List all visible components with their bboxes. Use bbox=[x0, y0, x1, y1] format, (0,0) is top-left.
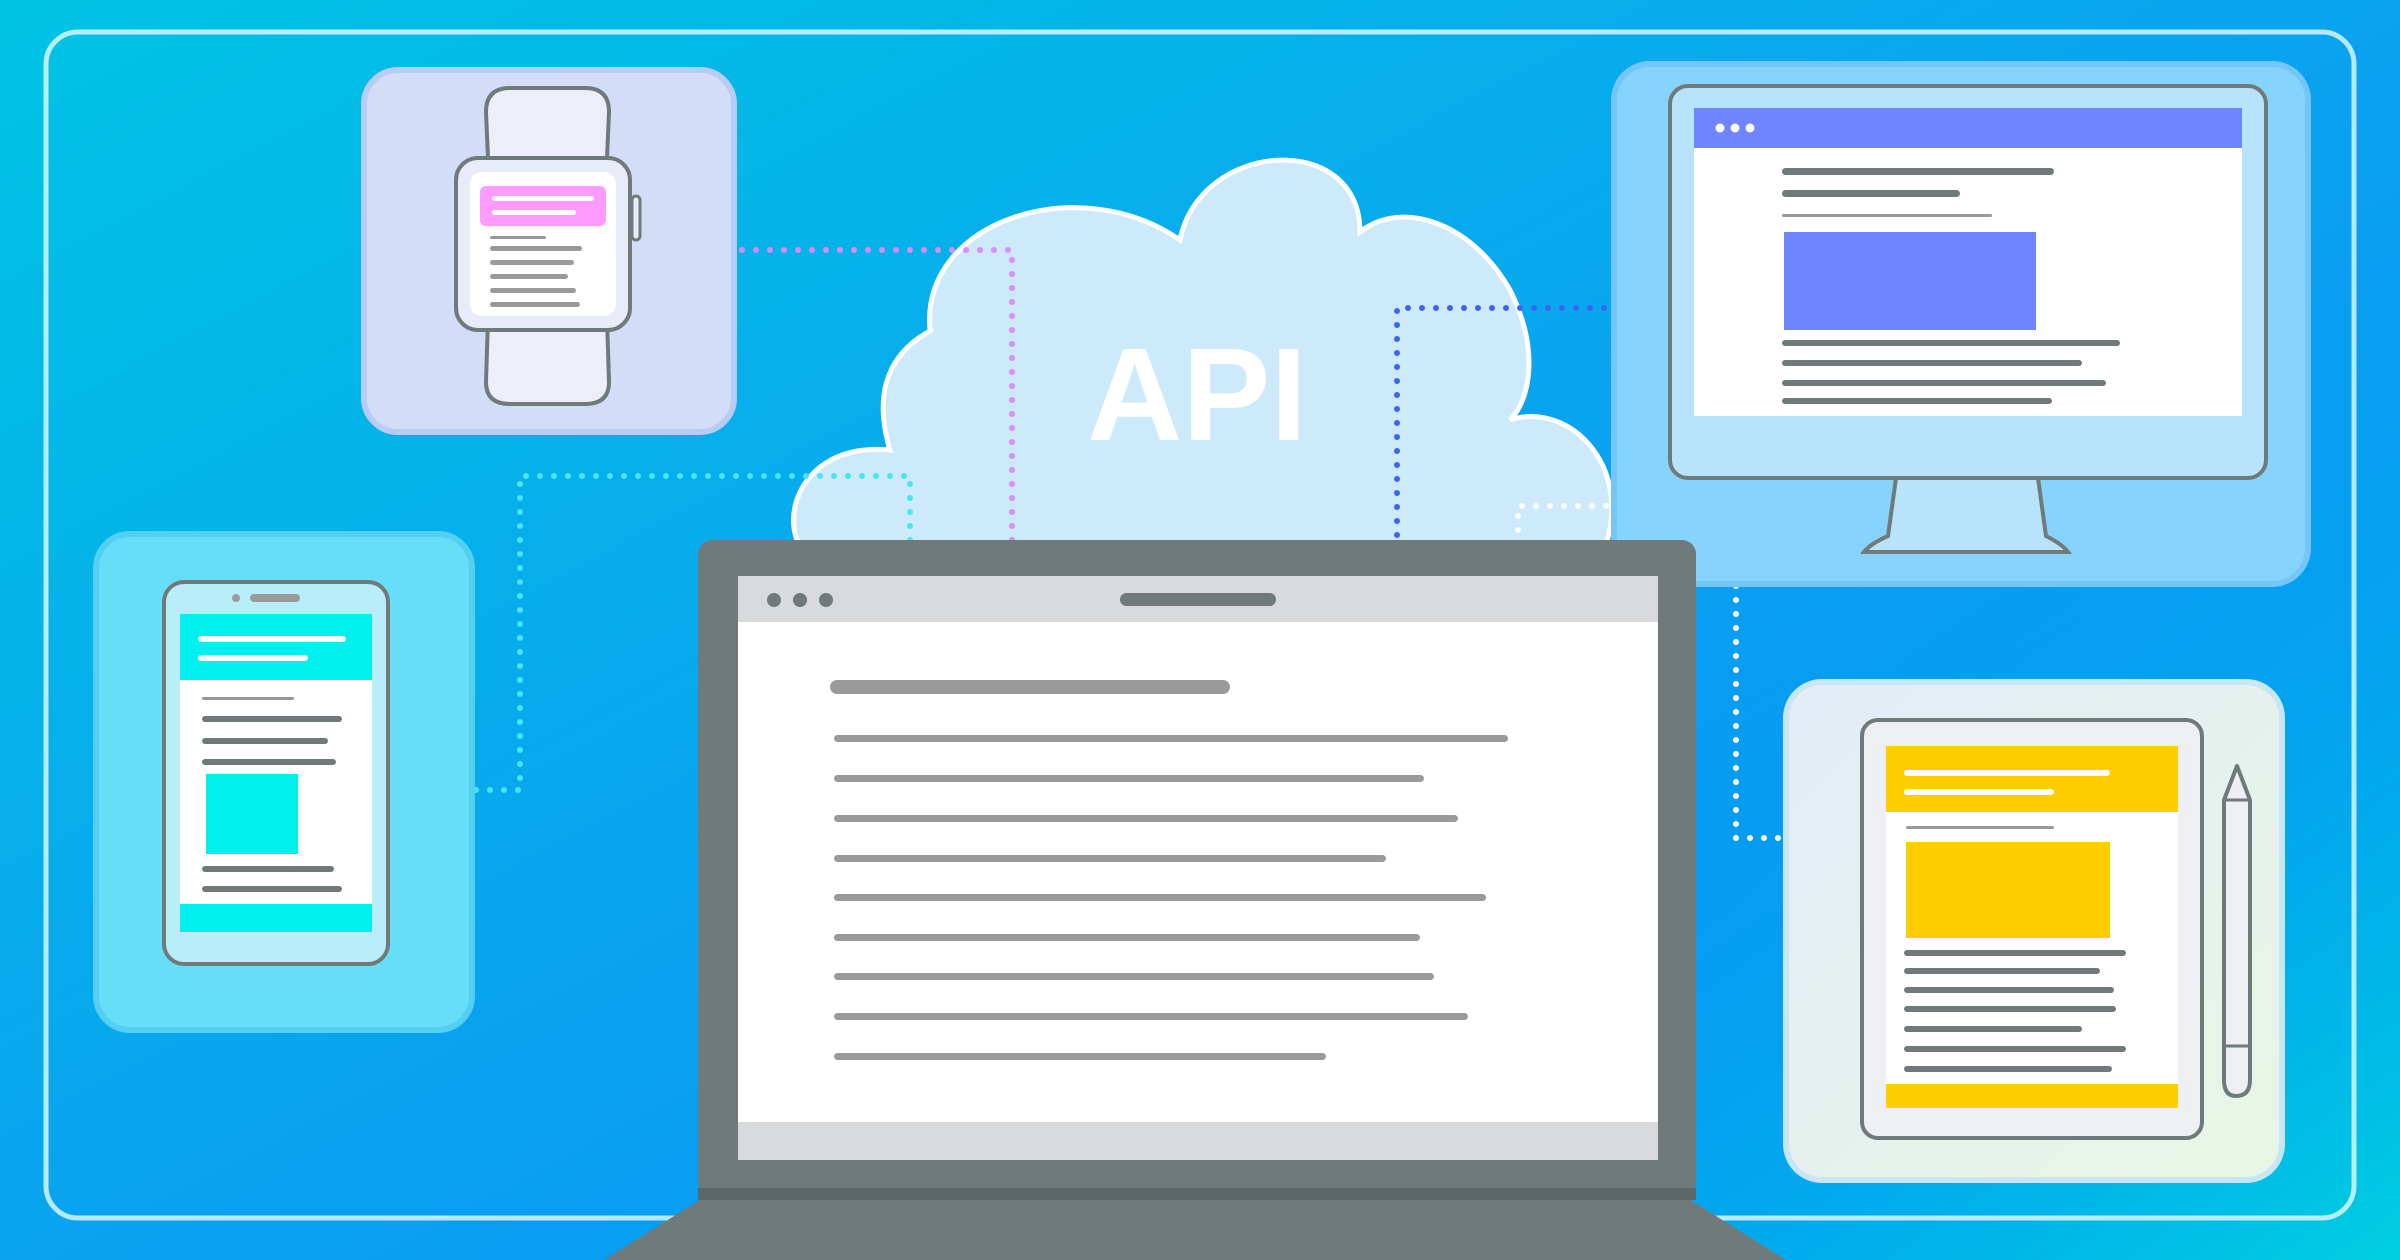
desktop-monitor-icon bbox=[1668, 84, 2268, 554]
tablet-card bbox=[1783, 679, 2285, 1183]
api-cloud: API bbox=[791, 157, 1615, 568]
tablet-with-stylus-icon bbox=[1860, 718, 2252, 1140]
content-heading bbox=[830, 680, 1230, 694]
phone-card bbox=[93, 531, 475, 1033]
laptop-icon bbox=[604, 540, 1786, 1260]
cloud-icon bbox=[791, 157, 1615, 568]
laptop-screen bbox=[738, 576, 1658, 1160]
browser-footer bbox=[738, 1122, 1658, 1160]
smartphone-icon bbox=[162, 580, 390, 966]
api-label: API bbox=[1087, 321, 1307, 468]
monitor-card bbox=[1611, 61, 2311, 587]
watch-card bbox=[361, 67, 737, 435]
address-bar bbox=[1120, 593, 1276, 606]
laptop-base bbox=[604, 1196, 1786, 1260]
stylus-icon bbox=[2222, 764, 2252, 1098]
smartwatch-icon bbox=[454, 86, 642, 406]
